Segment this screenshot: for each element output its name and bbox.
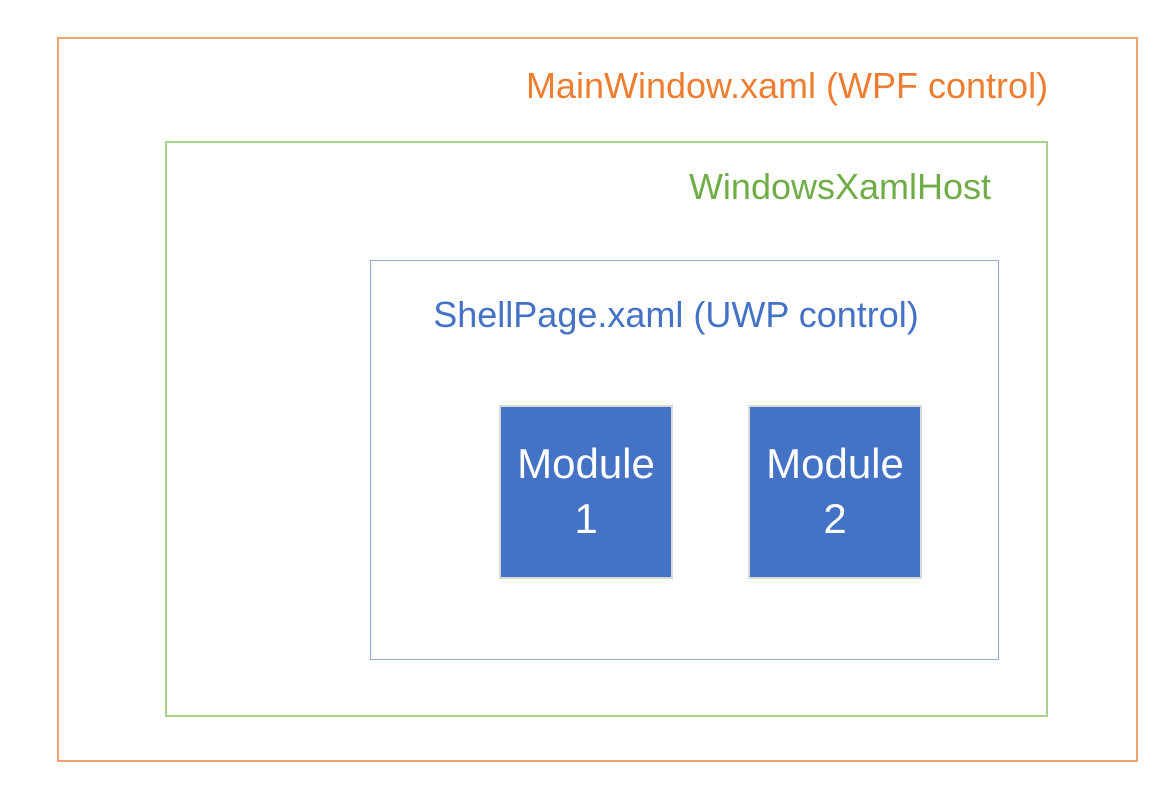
module-1-box: Module 1	[499, 405, 673, 579]
shellpage-uwp-label: ShellPage.xaml (UWP control)	[433, 294, 919, 335]
module-2-name: Module	[766, 440, 904, 488]
module-1-name: Module	[517, 440, 655, 488]
shellpage-uwp-box: ShellPage.xaml (UWP control) Module 1 Mo…	[370, 260, 999, 660]
module-2-box: Module 2	[748, 405, 922, 579]
module-1-number: 1	[574, 495, 598, 542]
mainwindow-wpf-box: MainWindow.xaml (WPF control) WindowsXam…	[57, 37, 1138, 762]
module-2-number: 2	[823, 495, 847, 542]
windowsxamlhost-label: WindowsXamlHost	[688, 166, 992, 207]
windowsxamlhost-box: WindowsXamlHost ShellPage.xaml (UWP cont…	[165, 141, 1048, 717]
mainwindow-wpf-label: MainWindow.xaml (WPF control)	[525, 65, 1049, 106]
